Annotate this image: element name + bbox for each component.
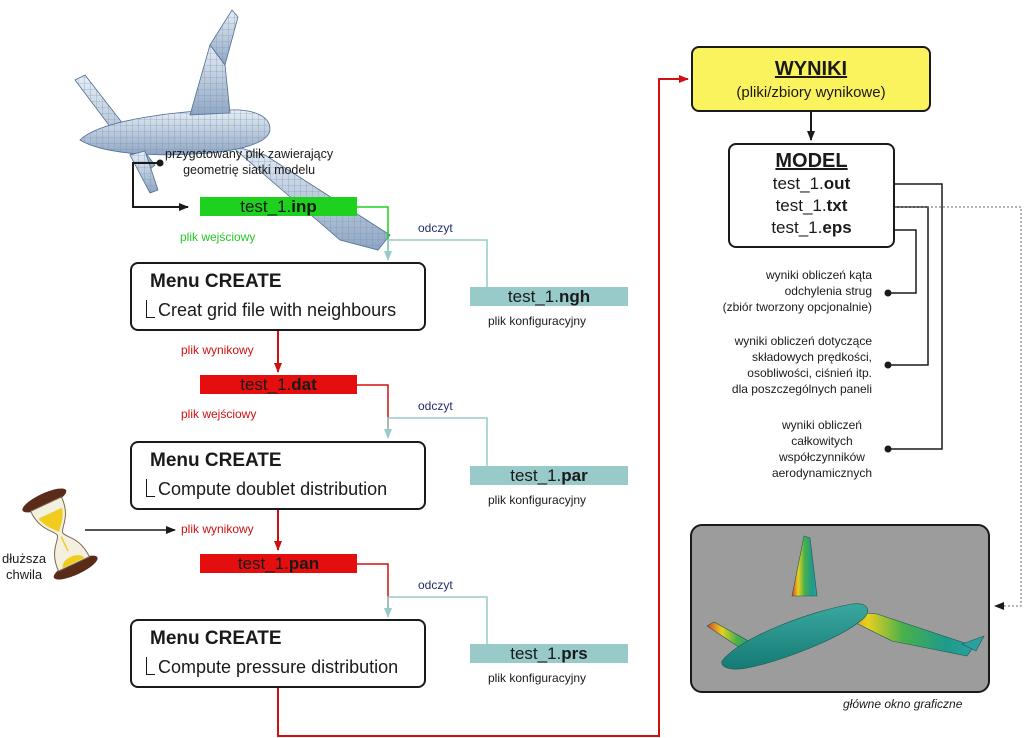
- menu-create-pressure: Menu CREATE Compute pressure distributio…: [130, 619, 426, 688]
- hourglass-icon: [22, 488, 98, 580]
- menu-title: Menu CREATE: [150, 628, 282, 649]
- menu-subtitle: Compute pressure distribution: [146, 657, 398, 678]
- model-box: MODEL test_1.out test_1.txt test_1.eps: [728, 143, 895, 248]
- file-inp: test_1.inp: [200, 197, 357, 216]
- ngh-caption: plik konfiguracyjny: [488, 314, 587, 328]
- model-row-out: test_1.out: [772, 174, 851, 193]
- file-par: test_1.par: [470, 466, 628, 485]
- pan-output-caption: plik wynikowy: [181, 522, 254, 536]
- menu-subtitle: Creat grid file with neighbours: [146, 300, 396, 321]
- wyniki-title: WYNIKI: [774, 58, 848, 80]
- graphics-window-caption: główne okno graficzne: [843, 697, 963, 711]
- dat-output-caption: plik wynikowy: [181, 343, 254, 357]
- note-eps: wyniki obliczeń kąta odchylenia strug (z…: [722, 268, 872, 314]
- inp-caption: plik wejściowy: [180, 230, 256, 244]
- model-row-eps: test_1.eps: [771, 218, 852, 237]
- note-txt: wyniki obliczeń dotyczące składowych prę…: [731, 334, 872, 396]
- note-out: wyniki obliczeń całkowitych współczynnik…: [771, 418, 872, 480]
- wyniki-subtitle: (pliki/zbiory wynikowe): [736, 84, 886, 101]
- menu-title: Menu CREATE: [150, 450, 282, 471]
- model-title: MODEL: [775, 150, 848, 172]
- file-prs: test_1.prs: [470, 644, 628, 663]
- read-label-2: odczyt: [418, 399, 453, 413]
- file-pan: test_1.pan: [200, 554, 357, 573]
- file-ngh: test_1.ngh: [470, 287, 628, 306]
- dat-input-caption: plik wejściowy: [181, 407, 257, 421]
- pressure-plot-aircraft: [706, 535, 985, 670]
- hourglass-caption: dłuższa chwila: [2, 551, 47, 582]
- prs-caption: plik konfiguracyjny: [488, 671, 587, 685]
- read-label-3: odczyt: [418, 578, 453, 592]
- graphics-window: [690, 524, 990, 693]
- model-row-txt: test_1.txt: [775, 196, 848, 215]
- file-dat: test_1.dat: [200, 375, 357, 394]
- read-label-1: odczyt: [418, 221, 453, 235]
- aircraft-note: przygotowany plik zawierający geometrię …: [165, 147, 334, 177]
- par-caption: plik konfiguracyjny: [488, 493, 587, 507]
- menu-subtitle: Compute doublet distribution: [146, 479, 387, 500]
- menu-title: Menu CREATE: [150, 271, 282, 292]
- menu-create-neighbours: Menu CREATE Creat grid file with neighbo…: [130, 262, 426, 331]
- menu-create-doublet: Menu CREATE Compute doublet distribution: [130, 441, 426, 510]
- wyniki-box: WYNIKI (pliki/zbiory wynikowe): [691, 46, 931, 112]
